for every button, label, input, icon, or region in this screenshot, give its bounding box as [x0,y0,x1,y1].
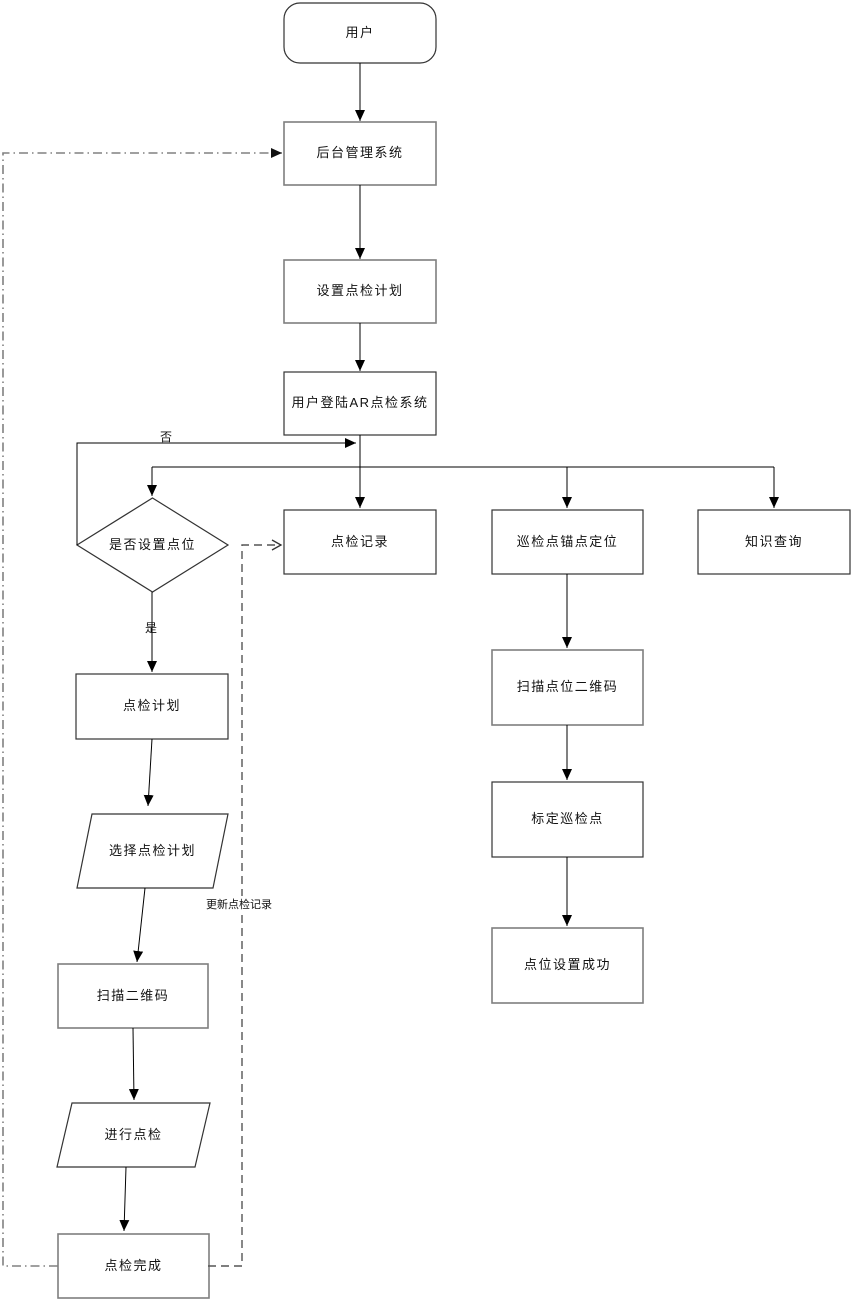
edge-plan-selectplan [143,738,154,807]
edge-complete-backend-dashdot [2,148,282,1267]
connectors [2,63,779,1267]
node-do-inspection-shape [56,1102,211,1168]
node-shapes [56,2,851,1299]
node-complete-shape [57,1233,210,1299]
node-scan-qr-shape [57,963,209,1029]
node-point-success-shape [491,927,644,1004]
edge-doinspection-complete [119,1166,130,1232]
edge-selectplan-scanqr [133,887,146,963]
node-scan-point-qr-shape [491,649,644,726]
node-user-shape [283,2,437,64]
node-decision-shape [75,497,230,593]
node-knowledge-shape [697,509,851,575]
node-anchor-shape [491,509,644,575]
node-set-plan-shape [283,259,437,324]
node-login-shape [283,371,437,436]
node-backend-shape [283,121,437,186]
edge-scanqr-doinspection [128,1027,139,1101]
node-plan-shape [75,673,229,740]
node-calibrate-shape [491,781,644,858]
node-records-shape [283,509,437,575]
node-select-plan-shape [76,813,229,889]
edge-decision-no-loop [76,438,356,545]
edge-complete-records-dashed [208,539,283,1267]
